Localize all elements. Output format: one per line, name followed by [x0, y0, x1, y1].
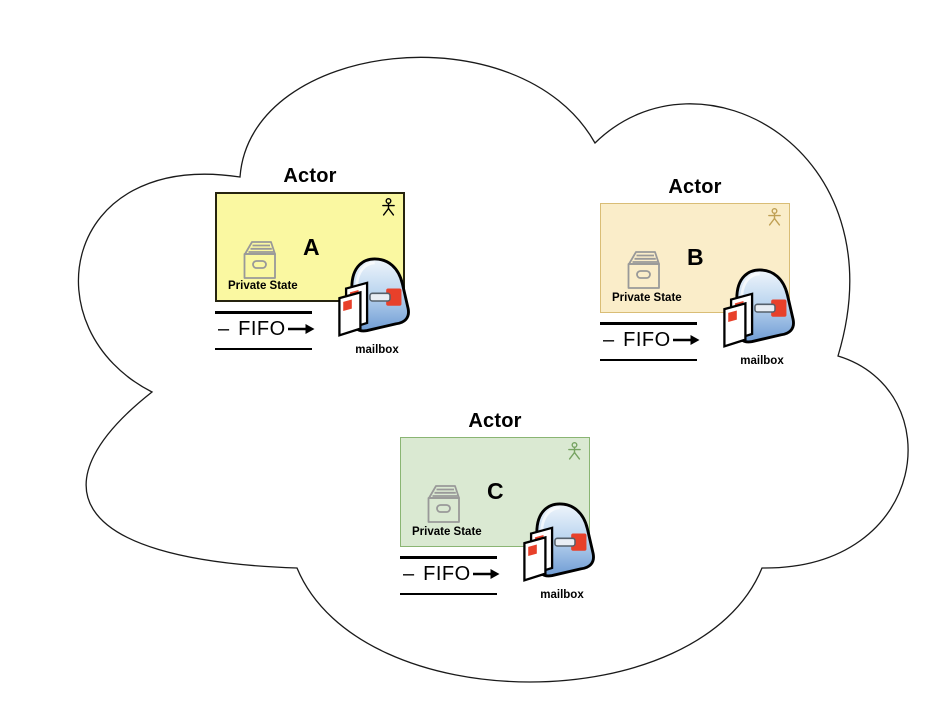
fifo-queue: – FIFO	[600, 320, 700, 364]
private-state-label: Private State	[412, 526, 482, 538]
fifo-queue: – FIFO	[215, 309, 315, 353]
mailbox-label: mailbox	[740, 355, 784, 367]
fifo-row: – FIFO	[603, 329, 700, 351]
right-arrow-icon	[287, 324, 315, 334]
private-state-drawer-icon	[423, 482, 463, 526]
private-state-label: Private State	[612, 292, 682, 304]
fifo-label: FIFO	[623, 329, 671, 351]
queue-line-top	[215, 311, 312, 314]
queue-line-bottom	[400, 592, 497, 595]
queue-dash: –	[218, 318, 230, 340]
mailbox-label: mailbox	[355, 344, 399, 356]
actor-box: C Private State	[400, 437, 590, 547]
queue-line-top	[400, 556, 497, 559]
fifo-label: FIFO	[423, 563, 471, 585]
uml-person-icon	[382, 198, 395, 216]
uml-person-icon	[568, 442, 581, 460]
fifo-row: – FIFO	[403, 563, 500, 585]
right-arrow-icon	[472, 569, 500, 579]
queue-dash: –	[603, 329, 615, 351]
private-state-drawer-icon	[239, 238, 279, 282]
mailbox-icon	[523, 502, 595, 582]
actor-letter: B	[687, 244, 704, 270]
actor-group-b: Actor	[600, 176, 832, 381]
mailbox-label: mailbox	[540, 589, 584, 601]
actor-letter: C	[487, 478, 504, 504]
fifo-row: – FIFO	[218, 318, 315, 340]
private-state-label: Private State	[228, 280, 298, 292]
uml-person-icon	[768, 208, 781, 226]
actor-title: Actor	[468, 410, 522, 432]
mailbox-icon	[338, 257, 410, 337]
actor-title: Actor	[668, 176, 722, 198]
queue-line-top	[600, 322, 697, 325]
actor-title: Actor	[283, 165, 337, 187]
actor-letter: A	[303, 234, 320, 260]
actor-group-c: Actor	[400, 410, 632, 615]
queue-line-bottom	[215, 347, 312, 350]
actor-group-a: Actor	[215, 165, 447, 370]
private-state-drawer-icon	[623, 248, 663, 292]
mailbox-icon	[723, 268, 795, 348]
queue-dash: –	[403, 563, 415, 585]
fifo-queue: – FIFO	[400, 554, 500, 598]
right-arrow-icon	[672, 335, 700, 345]
queue-line-bottom	[600, 358, 697, 361]
fifo-label: FIFO	[238, 318, 286, 340]
